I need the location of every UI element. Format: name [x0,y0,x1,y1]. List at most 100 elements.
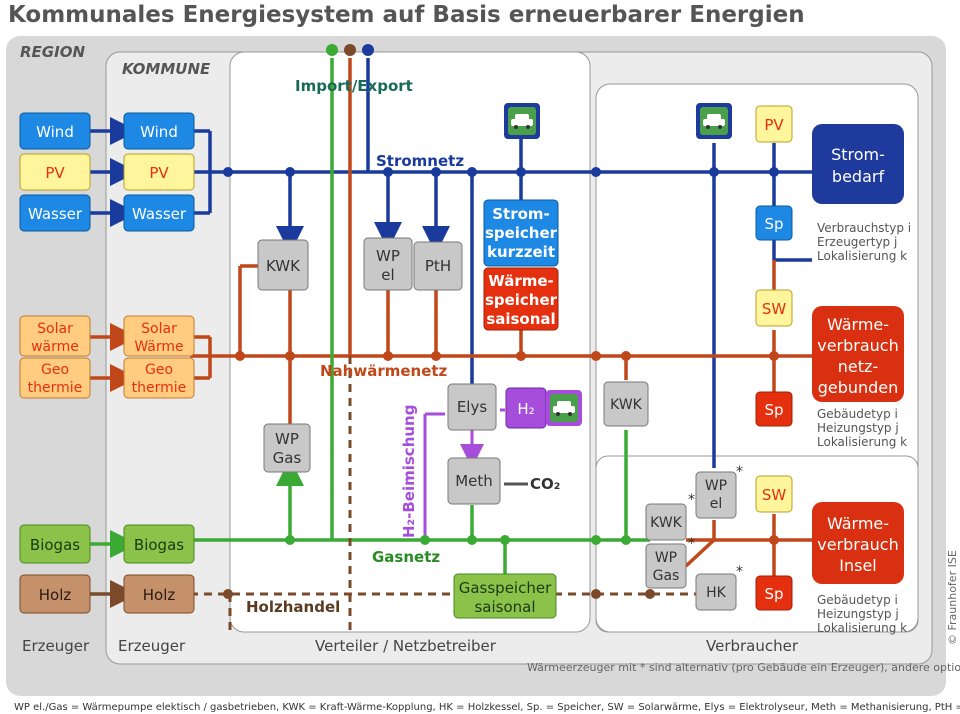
region-geothermie-l1: Geo [41,362,69,378]
stromspeicher-box [483,199,559,267]
import-export-label: Import/Export [295,77,413,95]
sw-netz-box [755,289,793,327]
sw-netz-label: SW [762,300,787,318]
waerme-insel-note-2: Heizungstyp j [817,607,899,621]
kommune-holz-box [123,574,195,614]
region-wind-box [19,112,91,150]
gasspeicher-box [453,573,557,619]
region-label: REGION [20,43,85,61]
region-solarwaerme-box [19,315,91,357]
h2-beimischung-label: H₂-Beimischung [400,405,418,538]
grid-units: KWK WP el PtH WP Gas Elys Meth CO₂ H₂ St… [257,103,582,619]
kwk-insel-box [645,503,687,541]
region-biogas-box [19,524,91,564]
verteiler-label: Verteiler / Netzbetreiber [315,637,497,655]
region-solarwaerme-l2: wärme [31,339,79,355]
hk-box [695,573,737,611]
nahwaermenetz-label: Nahwärmenetz [320,362,448,380]
wp-gas-grid-box [263,423,311,473]
wp-el-grid-l2: el [381,266,394,284]
strombedarf-l1: Strom- [831,145,885,164]
strom-junctions [223,167,779,177]
waerme-netz-note-1: Gebäudetyp i [817,407,898,421]
strombedarf-box [812,124,904,204]
sw-insel-box [755,475,793,513]
region-geothermie-box [19,357,91,399]
kommune-wind-box [123,112,195,150]
kommune-geothermie-l1: Geo [145,362,173,378]
demand-boxes: Strom- bedarf Verbrauchstyp i Erzeugerty… [812,124,911,635]
waerme-netz-box [812,306,904,402]
stromspeicher-l1: Strom- [492,205,550,223]
import-gas-node [326,44,338,56]
kommune-wasser-label: Wasser [132,205,187,223]
footer-legend: WP el./Gas = Wärmepumpe elektisch / gasb… [14,702,960,713]
kommune-pv-label: PV [149,164,169,182]
region-holz-box [19,574,91,614]
region-biogas-label: Biogas [30,536,80,554]
wp-gas-insel-l1: WP [655,550,677,566]
strom-note-2: Erzeugertyp j [817,235,897,249]
star-3: * [736,464,743,480]
waerme-netz-l1: Wärme- [827,315,889,334]
region-holz-label: Holz [39,586,72,604]
sp-insel-label: Sp [764,585,783,603]
waerme-insel-l2: verbrauch [817,535,899,554]
sp-netz-label: Sp [764,401,783,419]
kommune-solarwaerme-box [123,315,195,357]
co2-label: CO₂ [530,475,560,493]
holzhandel-label: Holzhandel [246,598,340,616]
consumer-pv-label: PV [764,116,784,134]
consumer-units: PV Sp SW Sp SW Sp KWK KWK WP Gas WP el H… [603,103,793,611]
star-1: * [688,492,695,508]
wp-el-grid-box [363,237,413,291]
sp-netz-box [755,391,793,427]
region-geothermie-l2: thermie [28,380,83,396]
kommune-sources: Wind PV Wasser Solar Wärme Geo thermie B… [123,112,195,614]
waerme-insel-note-3: Lokalisierung k [817,621,907,635]
wp-el-insel-l2: el [710,496,723,512]
strom-note-1: Verbrauchstyp i [817,221,911,235]
meth-box [447,457,501,505]
meth-label: Meth [455,472,493,490]
erzeuger-region-label: Erzeuger [22,637,90,655]
waermespeicher-l2: speicher [485,291,558,309]
gas-junctions [285,535,631,545]
car-icon [511,114,533,129]
h2-lines [423,408,505,540]
kwk-netz-label: KWK [610,397,643,413]
sw-insel-label: SW [762,486,787,504]
alternative-note: Wärmeerzeuger mit * sind alternativ (pro… [527,661,960,674]
region-pv-box [19,153,91,191]
elys-box [447,383,497,431]
wp-el-grid-l1: WP [376,247,400,265]
kommune-pv-box [123,153,195,191]
consumer-pv-box [755,105,793,143]
region-sources: Wind PV Wasser Solar wärme Geo thermie B… [19,112,91,614]
waerme-netz-note-2: Heizungstyp j [817,421,899,435]
wp-gas-insel-l2: Gas [653,568,680,584]
kommune-wasser-box [123,194,195,232]
sp-strom-label: Sp [764,215,783,233]
kwk-grid-label: KWK [266,257,301,275]
waerme-insel-box [812,502,904,584]
car-icon [703,114,725,129]
stromspeicher-l2: speicher [485,224,558,242]
holz-junctions [223,589,655,599]
kommune-biogas-label: Biogas [134,536,184,554]
region-solarwaerme-l1: Solar [37,321,73,337]
kommune-biogas-box [123,524,195,564]
region-pv-label: PV [45,164,65,182]
kommune-geothermie-box [123,357,195,399]
region-wasser-box [19,194,91,232]
region-wind-label: Wind [36,123,74,141]
hk-label: HK [706,585,727,601]
kwk-insel-label: KWK [650,515,683,531]
kommune-wind-label: Wind [140,123,178,141]
verbraucher-label: Verbraucher [706,637,799,655]
waermespeicher-box [483,267,559,331]
region-wasser-label: Wasser [28,205,83,223]
erzeuger-kommune-label: Erzeuger [118,637,186,655]
